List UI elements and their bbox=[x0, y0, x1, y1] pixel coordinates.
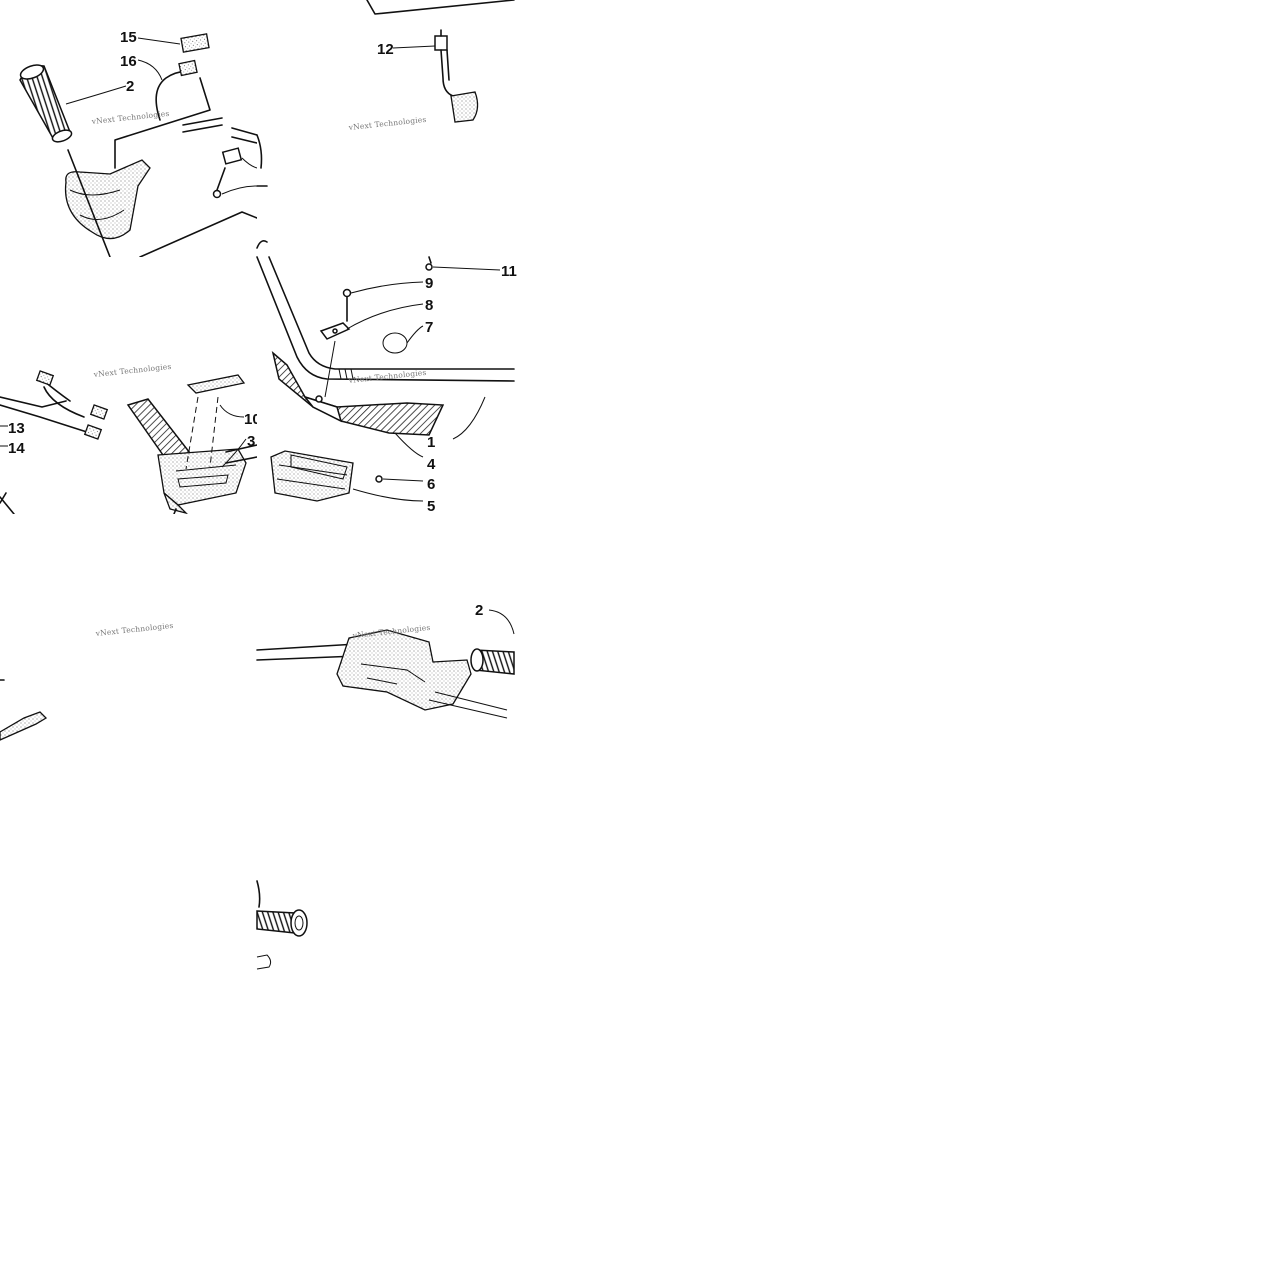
screw-clip bbox=[212, 147, 258, 199]
handlebar-clamp bbox=[271, 340, 445, 436]
leader-15 bbox=[137, 37, 181, 45]
callout-12: 12 bbox=[377, 41, 394, 58]
diagram-drawing-row4-right bbox=[256, 880, 308, 970]
leader-4 bbox=[394, 432, 424, 458]
callout-15: 15 bbox=[120, 29, 137, 46]
diagram-drawing-top-left: 15 16 2 vNext Technologies bbox=[19, 29, 258, 258]
callout-2b: 2 bbox=[475, 602, 483, 619]
callout-4: 4 bbox=[427, 456, 436, 473]
callout-8: 8 bbox=[425, 297, 433, 314]
callout-9: 9 bbox=[425, 275, 433, 292]
leader-9 bbox=[350, 281, 424, 294]
callout-3: 3 bbox=[247, 433, 255, 450]
part-15-pad bbox=[180, 33, 210, 53]
diagram-drawing-middle-left: 10 3 13 14 vNext Technologies bbox=[0, 362, 261, 515]
diagram-drawing-row3-left: vNext Technologies bbox=[0, 621, 174, 741]
callout-10: 10 bbox=[244, 411, 261, 428]
leader-10 bbox=[219, 404, 245, 418]
frame-corner bbox=[366, 0, 515, 15]
callout-2: 2 bbox=[126, 78, 134, 95]
leader-5 bbox=[352, 488, 424, 502]
callout-5: 5 bbox=[427, 498, 435, 515]
throttle-control bbox=[64, 149, 151, 258]
screw-6 bbox=[375, 475, 383, 483]
callout-1: 1 bbox=[427, 434, 435, 451]
clamp-block-5 bbox=[270, 450, 354, 502]
diagram-drawing-top-right: 12 vNext Technologies bbox=[256, 0, 515, 249]
leader-8 bbox=[346, 303, 424, 330]
diagram-tile-top-left: 15 16 2 vNext Technologies bbox=[0, 0, 258, 258]
leader-2 bbox=[65, 85, 127, 105]
housing-outline bbox=[114, 77, 211, 169]
grip-right bbox=[470, 648, 515, 675]
diagram-tile-middle-right: 11 9 8 7 1 4 6 5 vNext Technologies bbox=[256, 256, 517, 515]
hardware bbox=[319, 256, 433, 354]
diagram-tile-row3-left: vNext Technologies bbox=[0, 514, 257, 771]
handlebar-tube bbox=[256, 256, 515, 382]
kill-switch bbox=[434, 29, 479, 123]
leader-16 bbox=[137, 59, 163, 81]
throttle-cable bbox=[155, 59, 258, 144]
wire-harness bbox=[0, 370, 109, 447]
lever-tip bbox=[0, 711, 48, 741]
diagram-tile-middle-left: 10 3 13 14 vNext Technologies bbox=[0, 257, 261, 515]
leader-6 bbox=[382, 478, 424, 482]
watermark-3: vNext Technologies bbox=[92, 362, 172, 379]
callout-6: 6 bbox=[427, 476, 435, 493]
watermark-4: vNext Technologies bbox=[347, 368, 427, 385]
pad-10 bbox=[186, 374, 246, 394]
watermark-1: vNext Technologies bbox=[90, 109, 170, 126]
leader-2b bbox=[488, 609, 515, 635]
diagram-drawing-row3-right: 2 vNext Technologies bbox=[256, 602, 515, 719]
bar-tube-lower bbox=[256, 643, 358, 651]
diagram-tile-top-right: 12 vNext Technologies bbox=[256, 0, 515, 257]
callout-16: 16 bbox=[120, 53, 137, 70]
leader-7 bbox=[406, 325, 424, 344]
watermark-2: vNext Technologies bbox=[347, 115, 427, 132]
callout-13: 13 bbox=[8, 420, 25, 437]
leader-11 bbox=[432, 266, 501, 271]
callout-14: 14 bbox=[8, 440, 25, 457]
leader-12 bbox=[392, 45, 436, 49]
leader-3 bbox=[221, 438, 247, 468]
grip-end bbox=[256, 880, 308, 970]
leader-1 bbox=[452, 396, 486, 440]
riser-block bbox=[126, 396, 247, 515]
watermark-5: vNext Technologies bbox=[94, 621, 174, 638]
brake-lever-housing bbox=[336, 629, 508, 719]
grip-left bbox=[19, 64, 73, 143]
callout-11: 11 bbox=[501, 263, 517, 280]
diagram-drawing-middle-right: 11 9 8 7 1 4 6 5 vNext Technologies bbox=[256, 256, 517, 515]
diagram-tile-row4-right bbox=[256, 771, 514, 1028]
callout-7: 7 bbox=[425, 319, 433, 336]
diagram-tile-row3-right: 2 vNext Technologies bbox=[256, 514, 515, 771]
